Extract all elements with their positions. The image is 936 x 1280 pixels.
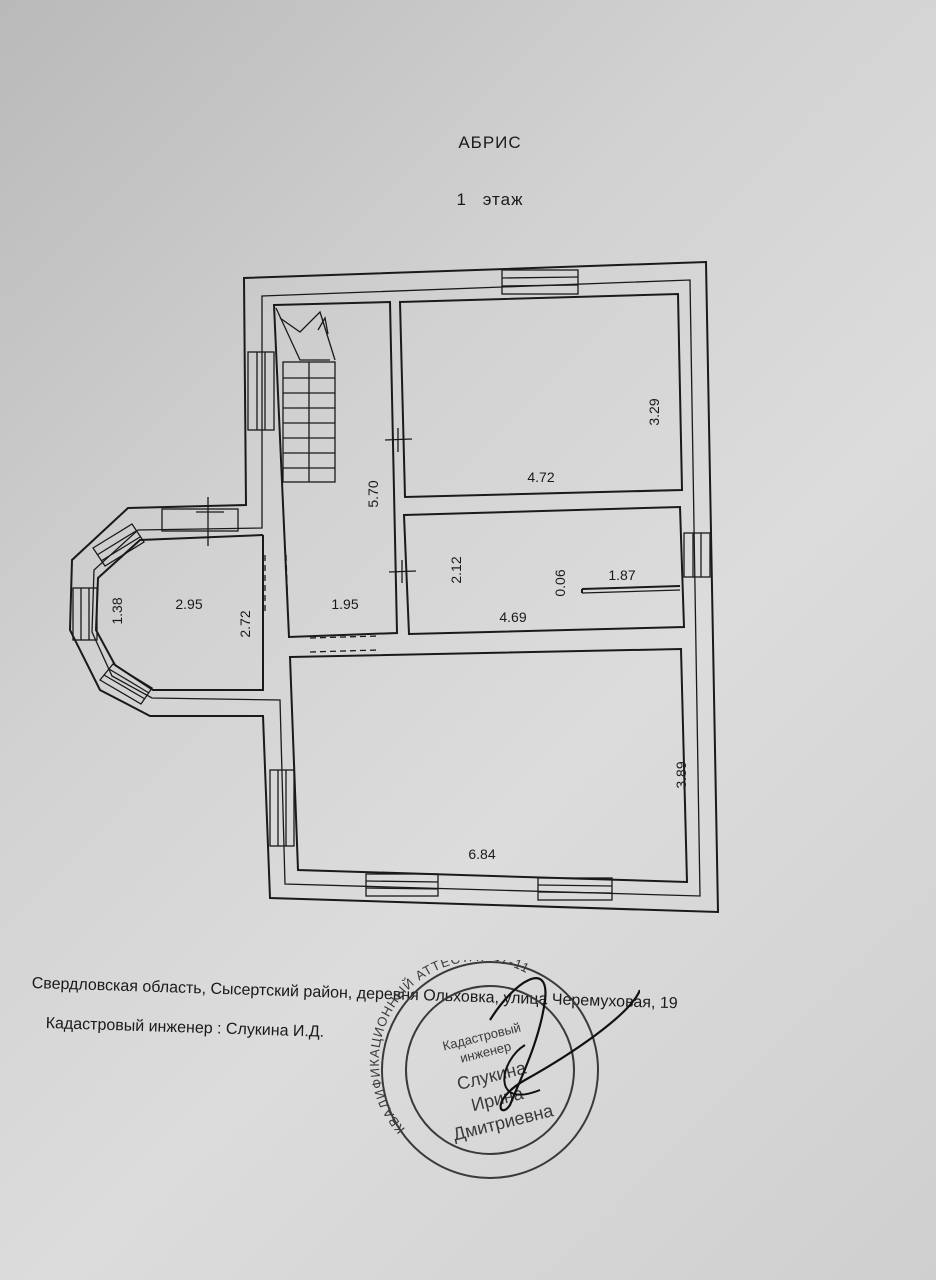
window-bay-upper	[92, 523, 145, 567]
window-bay-left	[72, 587, 98, 641]
staircase	[275, 307, 336, 483]
floor-plan: 3.29 4.72 5.70 2.12 0.06 1.87 4.69 1.38 …	[68, 260, 720, 914]
dim-large-width: 6.84	[468, 846, 495, 862]
dim-closet-width: 1.87	[608, 567, 635, 583]
dim-bay-width: 2.95	[175, 596, 202, 612]
window-bottom-left	[365, 873, 439, 897]
door-marks	[196, 428, 417, 583]
dim-bay-depth: 1.38	[109, 597, 125, 624]
closet-partition	[581, 585, 681, 594]
dim-hall-width: 1.95	[331, 596, 358, 612]
dim-partition-thickness: 0.06	[552, 569, 568, 596]
floor-label: 1 этаж	[456, 190, 524, 209]
signature	[489, 977, 640, 1112]
inner-wall-outline	[91, 279, 701, 897]
room-top-right	[398, 292, 684, 499]
dim-middle-width: 4.69	[499, 609, 526, 625]
stair-hall-walls	[272, 300, 399, 639]
room-large	[288, 647, 689, 884]
window-right-middle	[683, 532, 711, 578]
document-title: АБРИС	[458, 133, 522, 152]
outer-wall-outline	[68, 260, 720, 914]
room-middle-right	[402, 505, 686, 636]
window-bay-top	[161, 508, 239, 532]
engineer-stamp: КВАЛИФИКАЦИОННЫЙ АТТЕСТАТ 47-11 Кадастро…	[346, 960, 640, 1179]
dim-top-right-height: 3.29	[646, 398, 662, 425]
window-stair	[247, 351, 275, 431]
dim-stair-hall-length: 5.70	[365, 480, 381, 507]
window-large-left	[269, 769, 295, 847]
dim-large-height: 3.89	[673, 761, 689, 788]
window-bottom-right	[537, 877, 613, 901]
dim-bay-height: 2.72	[237, 610, 253, 637]
doorway-dashed-hall	[309, 635, 379, 653]
room-bay-walls	[94, 534, 264, 691]
window-bay-lower	[99, 663, 153, 705]
dim-top-right-width: 4.72	[527, 469, 554, 485]
engineer-line: Кадастровый инженер : Слукина И.Д.	[45, 1015, 325, 1041]
doorway-dashed-bay	[264, 554, 289, 616]
window-top	[501, 269, 579, 295]
dim-middle-height: 2.12	[448, 556, 464, 583]
